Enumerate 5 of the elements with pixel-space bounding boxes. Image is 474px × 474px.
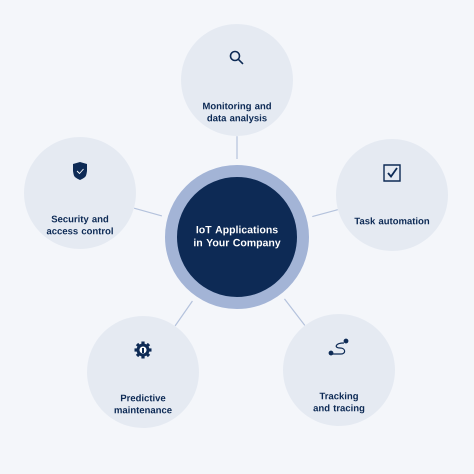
connector-line (134, 208, 162, 217)
connector-line (312, 209, 338, 218)
connector-line (284, 298, 306, 326)
connector-line (236, 136, 238, 159)
connector-line (174, 300, 193, 326)
